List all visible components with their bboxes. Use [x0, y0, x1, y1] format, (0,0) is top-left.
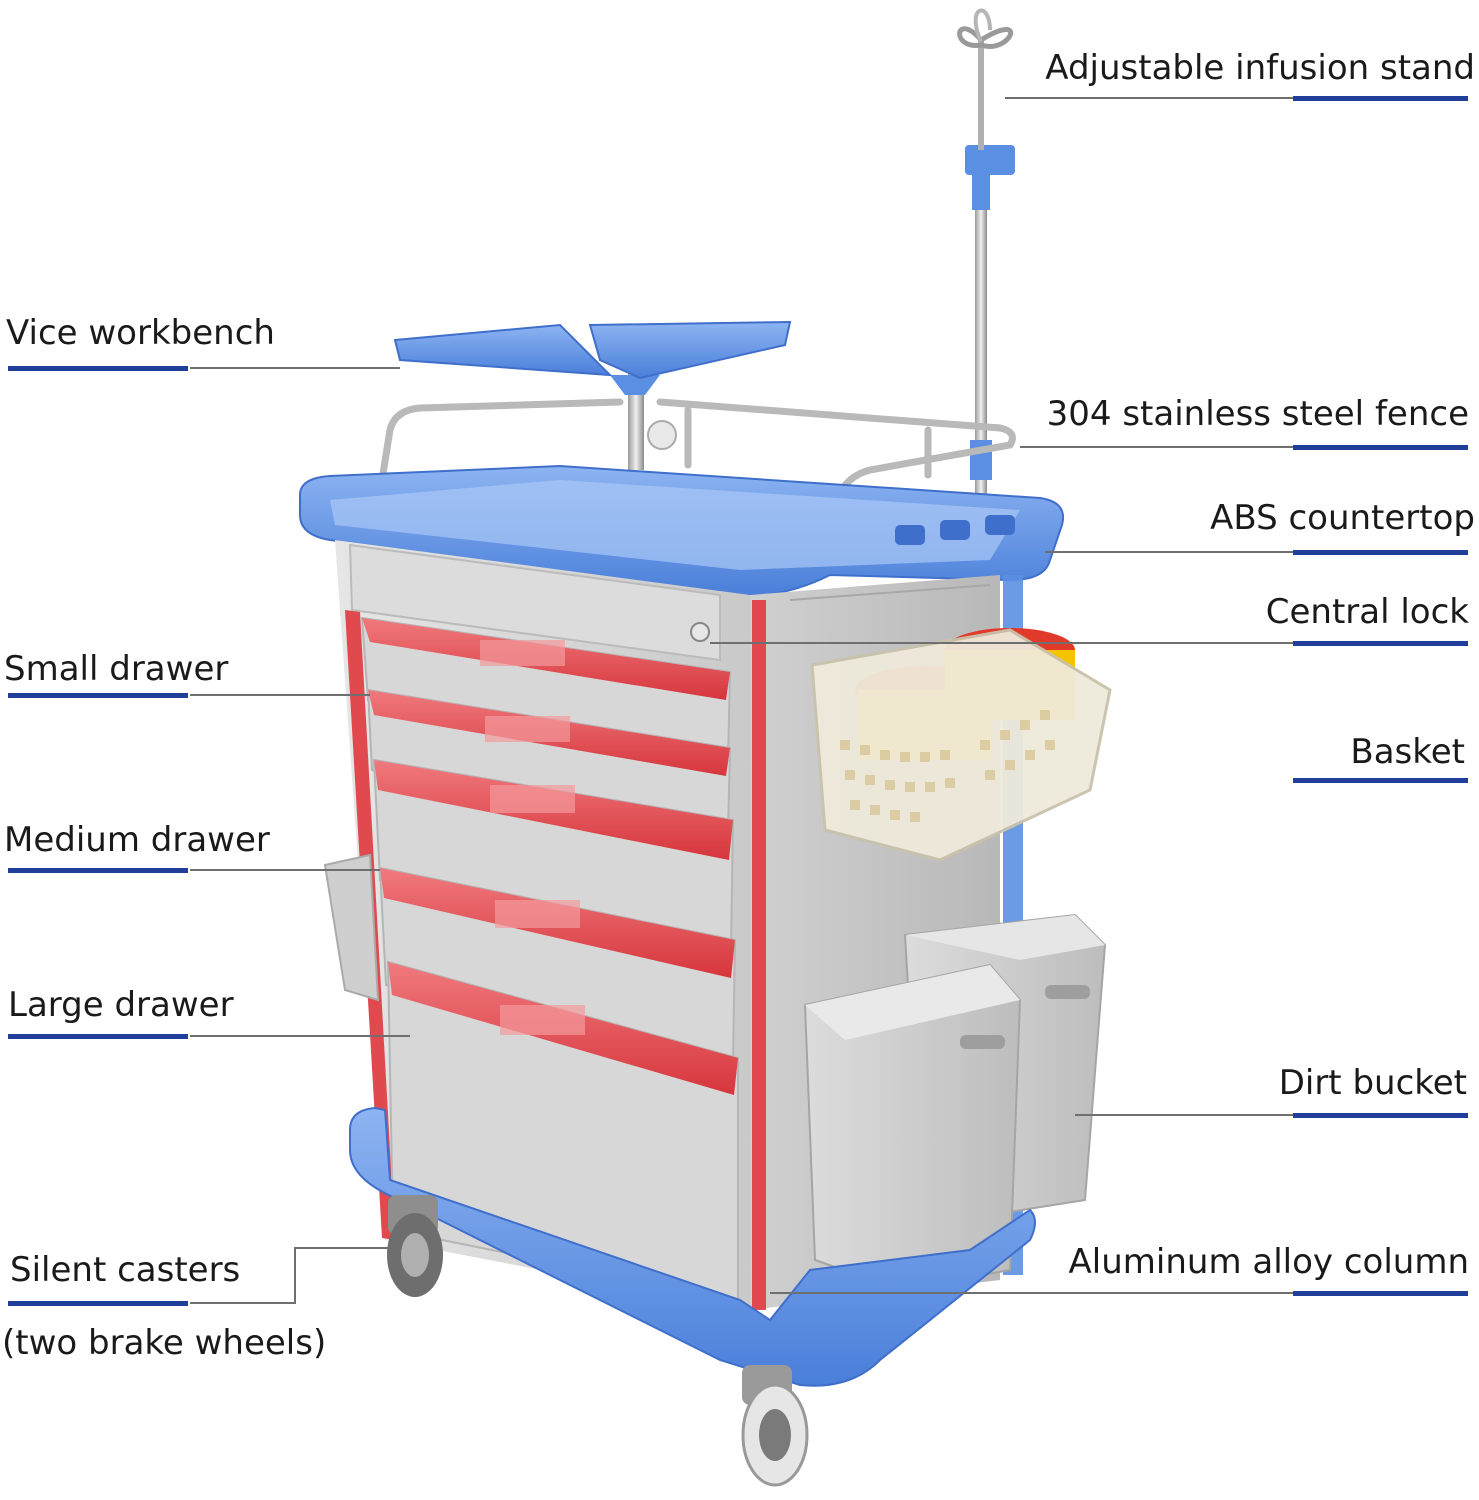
leader-silent-casters-v: [294, 1247, 296, 1304]
underline-small-drawer: [8, 693, 188, 698]
leader-central-lock: [710, 642, 1295, 644]
cart-base: [349, 1106, 1036, 1387]
leader-abs-countertop: [1045, 551, 1295, 553]
leader-silent-casters-h1: [190, 1302, 295, 1304]
leader-large-drawer: [190, 1035, 410, 1037]
label-steel-fence: 304 stainless steel fence: [1046, 394, 1469, 434]
label-basket: Basket: [1350, 732, 1465, 772]
leader-silent-casters-h2: [294, 1247, 389, 1249]
underline-silent-casters: [8, 1301, 188, 1306]
underline-vice-workbench: [8, 366, 188, 371]
leader-small-drawer: [190, 694, 370, 696]
leader-dirt-bucket: [1075, 1114, 1295, 1116]
label-casters-note: (two brake wheels): [2, 1323, 327, 1363]
label-vice-workbench: Vice workbench: [6, 313, 275, 353]
aluminum-column-red: [752, 600, 766, 1310]
underline-abs-countertop: [1293, 550, 1468, 555]
label-large-drawer: Large drawer: [8, 985, 234, 1025]
underline-steel-fence: [1293, 445, 1468, 450]
label-aluminum-column: Aluminum alloy column: [1068, 1242, 1469, 1282]
abs-countertop: [299, 464, 1064, 597]
central-lock-keyhole: [690, 622, 710, 642]
underline-central-lock: [1293, 641, 1468, 646]
underline-aluminum-column: [1293, 1291, 1468, 1296]
underline-dirt-bucket: [1293, 1113, 1468, 1118]
underline-large-drawer: [8, 1034, 188, 1039]
leader-steel-fence: [1020, 446, 1295, 448]
silent-casters: [387, 1195, 809, 1487]
leader-aluminum-column: [770, 1292, 1295, 1294]
underline-infusion-stand: [1293, 96, 1468, 101]
leader-vice-workbench: [190, 367, 400, 369]
label-medium-drawer: Medium drawer: [4, 820, 270, 860]
leader-medium-drawer: [190, 869, 380, 871]
leader-infusion-stand: [1005, 97, 1295, 99]
underline-medium-drawer: [8, 868, 188, 873]
dirt-buckets: [803, 913, 1107, 1292]
underline-basket: [1293, 778, 1468, 783]
label-infusion-stand: Adjustable infusion stand: [1045, 48, 1475, 88]
label-dirt-bucket: Dirt bucket: [1278, 1063, 1467, 1103]
label-central-lock: Central lock: [1265, 592, 1469, 632]
basket: [810, 628, 1112, 862]
label-small-drawer: Small drawer: [4, 649, 229, 689]
label-silent-casters: Silent casters: [10, 1250, 241, 1290]
vice-workbench: [393, 320, 792, 470]
label-abs-countertop: ABS countertop: [1210, 498, 1475, 538]
